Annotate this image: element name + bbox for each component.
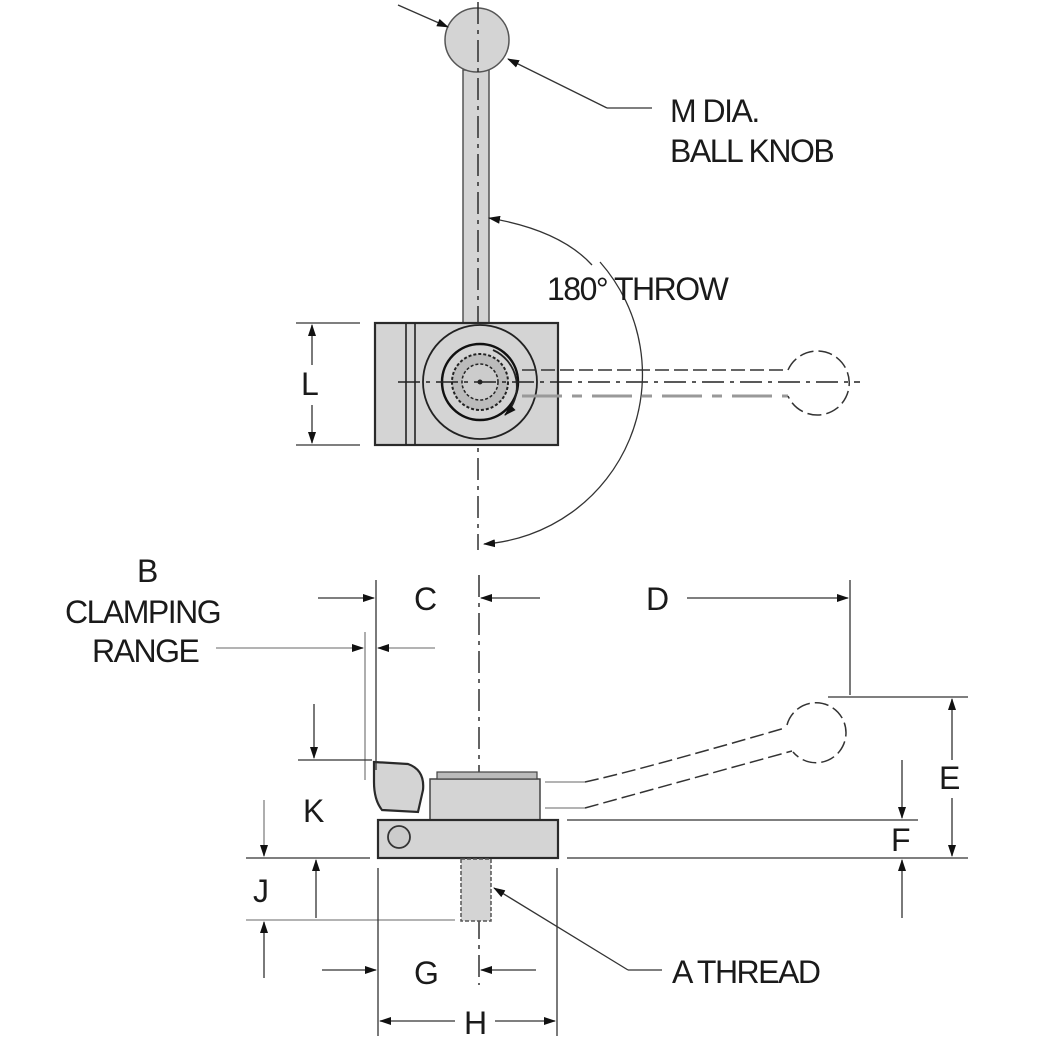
label-clamping: CLAMPING xyxy=(65,594,220,630)
m-dia-arrow-left xyxy=(397,4,449,28)
thread-leader-arrow xyxy=(493,887,629,971)
label-l: L xyxy=(301,366,318,402)
label-g: G xyxy=(414,955,437,991)
throw-arc-top xyxy=(488,215,593,266)
label-c: C xyxy=(414,581,436,617)
handle-shaft xyxy=(462,69,490,329)
label-e: E xyxy=(939,760,959,796)
label-f: F xyxy=(891,822,910,858)
side-ball-knob xyxy=(786,702,847,764)
base-pin xyxy=(387,825,411,849)
rotation-arrow-icon xyxy=(492,349,518,416)
cam-block-side xyxy=(429,778,541,825)
label-k: K xyxy=(303,793,324,829)
clamp-jaw xyxy=(372,760,425,814)
side-view xyxy=(216,575,968,1036)
label-ball-knob: BALL KNOB xyxy=(670,133,833,169)
thread-stud xyxy=(460,858,492,922)
m-dia-arrow-right xyxy=(507,58,608,109)
label-throw: 180° THROW xyxy=(547,271,730,307)
label-a-thread: A THREAD xyxy=(672,954,820,990)
label-h: H xyxy=(464,1005,486,1038)
label-range: RANGE xyxy=(92,633,198,669)
throw-arc xyxy=(483,261,644,548)
ball-knob xyxy=(444,7,510,73)
label-b: B xyxy=(137,553,157,589)
cam-top-plate xyxy=(436,771,538,780)
side-handle-lower xyxy=(584,750,793,809)
labels: M DIA. BALL KNOB 180° THROW L B CLAMPING… xyxy=(65,93,961,1038)
side-handle-upper xyxy=(584,727,786,783)
label-d: D xyxy=(646,581,668,617)
phantom-ball-knob xyxy=(787,350,850,416)
top-view xyxy=(296,2,860,550)
label-m-dia: M DIA. xyxy=(670,93,759,129)
label-j: J xyxy=(253,873,268,909)
